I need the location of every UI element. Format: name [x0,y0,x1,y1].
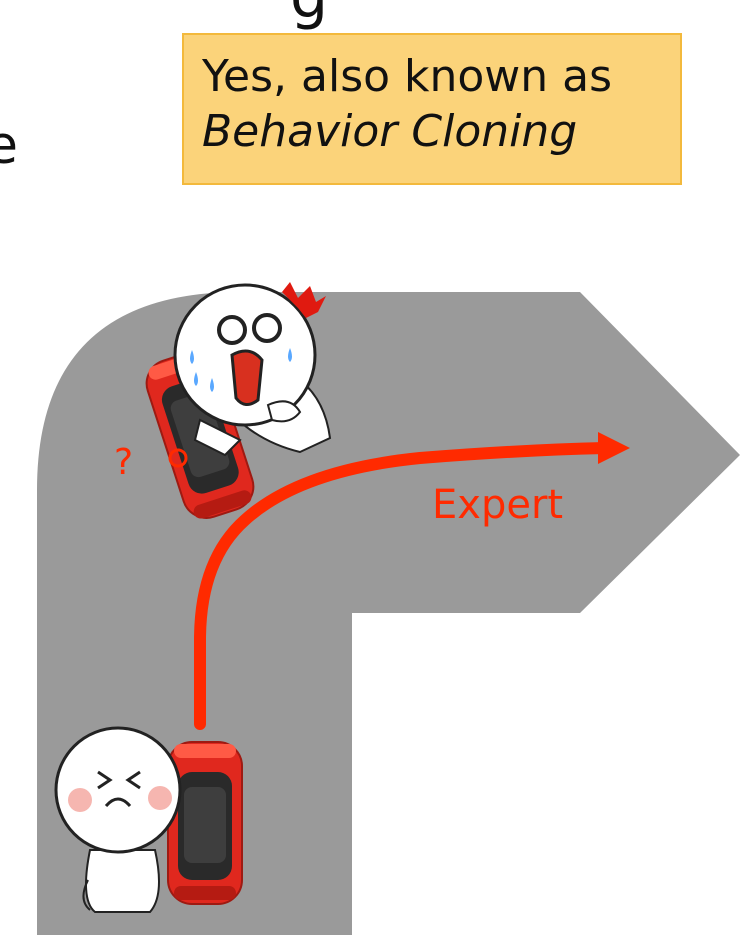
callout-line-1: Yes, also known as [202,51,613,102]
expert-trajectory [194,442,611,730]
scared-character-icon [173,283,332,457]
partial-heading-glyph: g [290,0,328,32]
expert-label: Expert [432,482,563,528]
trajectory-arrowhead [598,432,630,464]
callout-box: Yes, also known as Behavior Cloning [182,33,682,185]
crash-point-icon [168,448,188,468]
start-car-icon [167,741,243,905]
partial-left-glyph: e [0,116,18,176]
question-mark: ? [114,442,133,483]
callout-line-2: Behavior Cloning [202,106,578,157]
anger-mark-icon [282,282,326,318]
happy-character-icon [54,726,182,913]
